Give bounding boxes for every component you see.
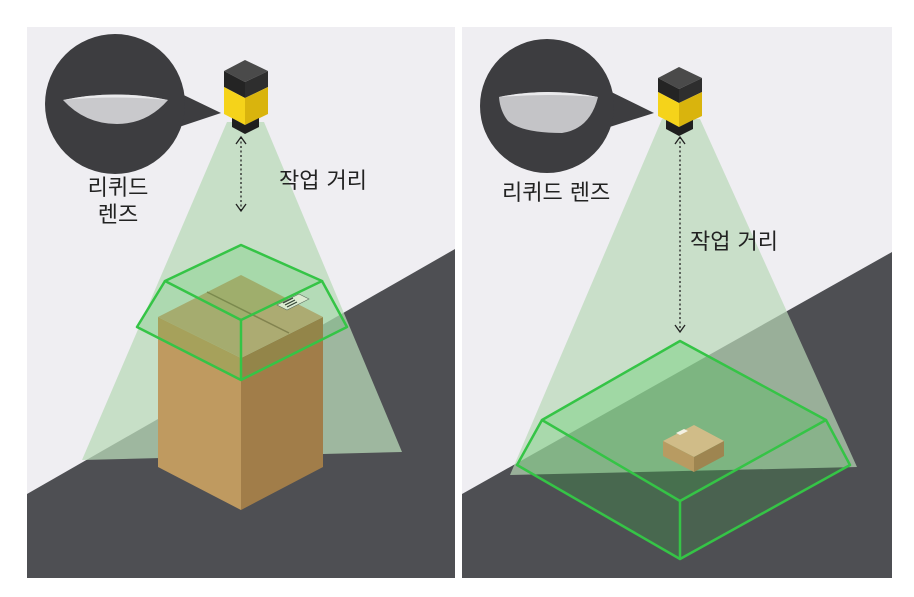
right-diagram-svg [462, 39, 892, 578]
box [158, 275, 323, 510]
liquid-lens-icon [499, 92, 598, 133]
lens-label-line2: 렌즈 [97, 203, 139, 228]
small-barcode-label [676, 429, 688, 435]
liquid-lens-icon [63, 94, 168, 124]
left-diagram-panel: 리퀴드 렌즈 작업 거리 [27, 27, 455, 578]
liquid-lens-callout [45, 34, 221, 174]
box-front-left [158, 317, 241, 510]
barcode-label [276, 293, 310, 311]
left-diagram-svg [27, 34, 455, 578]
camera [658, 67, 702, 136]
working-distance-label: 작업 거리 [279, 169, 367, 194]
working-distance-arrow [674, 135, 686, 334]
lens-label-line1: 리퀴드 [87, 176, 149, 201]
working-distance-arrow [235, 135, 247, 213]
field-of-view-volume [135, 243, 349, 382]
working-distance-label: 작업 거리 [690, 230, 778, 255]
lens-label: 리퀴드 렌즈 [502, 181, 611, 206]
lens-label: 리퀴드 렌즈 [73, 175, 163, 229]
small-box [663, 425, 724, 472]
light-cone [510, 119, 857, 475]
box-front-right [241, 317, 323, 510]
camera [224, 60, 268, 134]
box-tape-line [206, 291, 290, 334]
box-top [158, 275, 323, 358]
liquid-lens-callout [480, 39, 654, 173]
field-of-view-volume [515, 339, 852, 561]
right-diagram-panel: 리퀴드 렌즈 작업 거리 [462, 27, 892, 578]
